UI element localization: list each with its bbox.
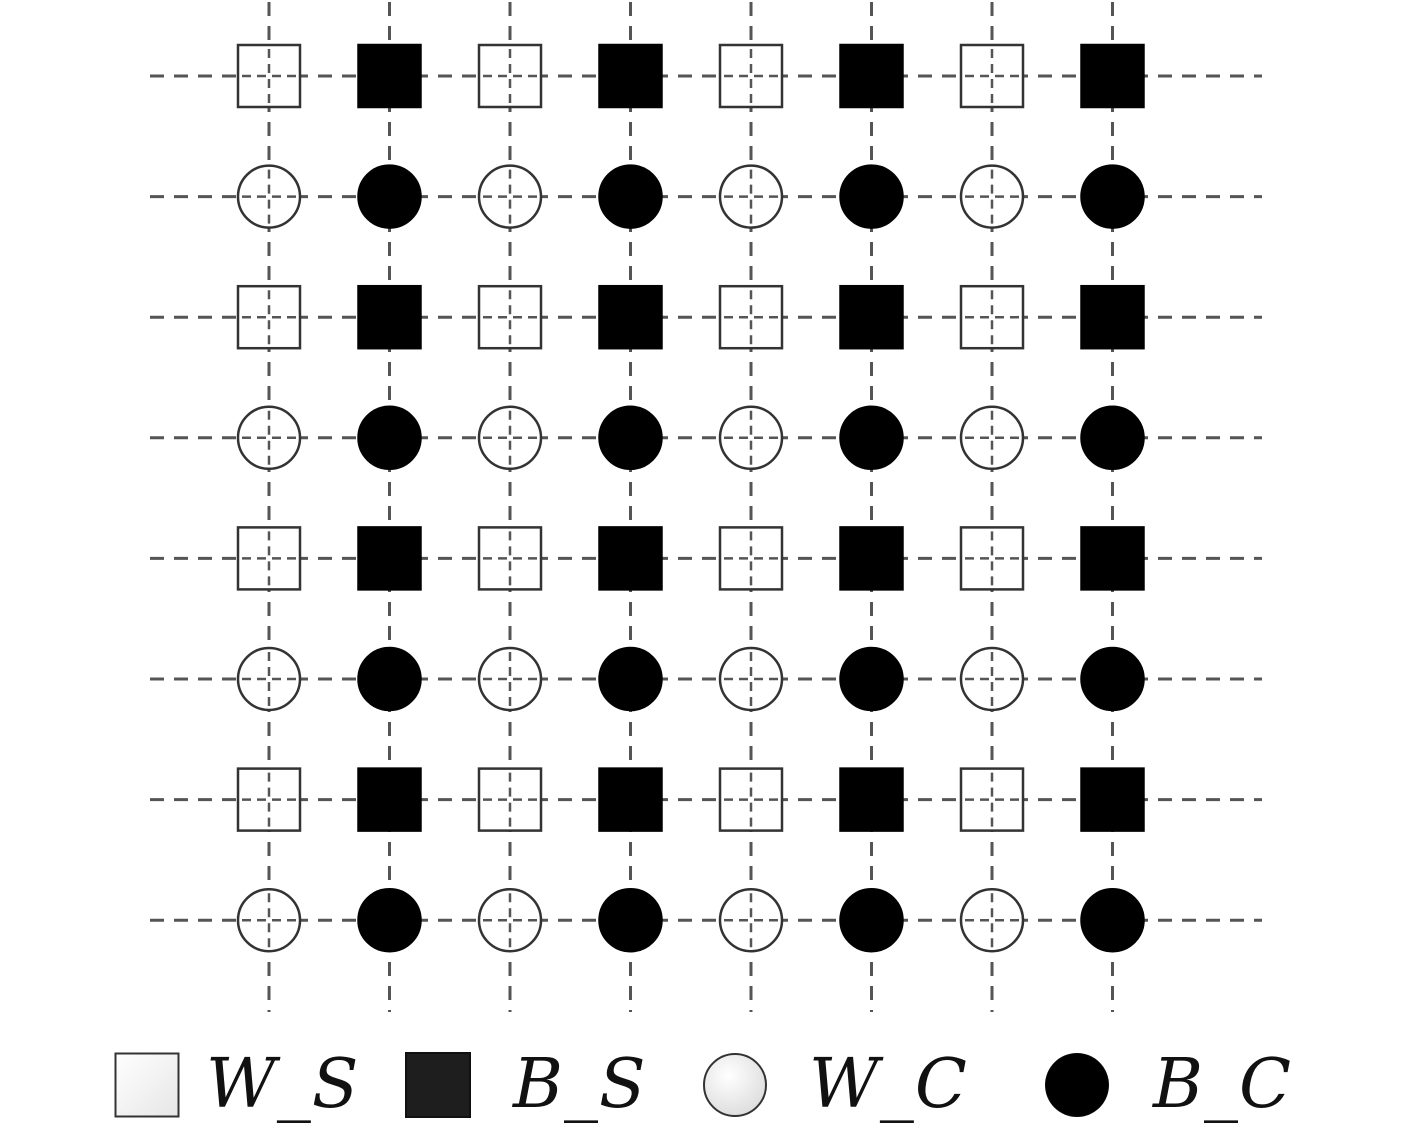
black-circle-node <box>357 646 422 712</box>
black-square-node <box>357 526 422 591</box>
white-circle-node <box>236 164 302 229</box>
black-square-node <box>839 526 904 591</box>
black-square-swatch-icon <box>405 1051 471 1118</box>
black-circle-node <box>598 887 663 953</box>
lattice-nodes <box>236 43 1145 953</box>
black-circle-node <box>1080 646 1145 712</box>
black-circle-node <box>839 164 904 229</box>
legend-label: B_S <box>513 1045 647 1124</box>
black-circle-swatch-icon <box>1045 1052 1109 1117</box>
white-circle-node <box>718 164 784 229</box>
black-circle-node <box>839 405 904 471</box>
legend-item-black-circle: B_C <box>1043 1040 1292 1129</box>
black-square-node <box>1080 526 1145 591</box>
white-circle-node <box>959 646 1025 712</box>
black-square-node <box>598 43 663 109</box>
black-square-node <box>839 284 904 350</box>
black-circle-node <box>357 887 422 953</box>
black-circle-node <box>1080 887 1145 953</box>
white-circle-node <box>718 887 784 953</box>
legend: W_S B_S W_C <box>0 1040 1417 1129</box>
white-circle-node <box>477 164 543 229</box>
legend-item-white-circle: W_C <box>701 1040 968 1129</box>
black-circle-node <box>839 646 904 712</box>
white-circle-node <box>477 887 543 953</box>
black-square-node <box>598 526 663 591</box>
white-circle-node <box>718 405 784 471</box>
black-square-node <box>1080 284 1145 350</box>
legend-item-white-square: W_S <box>114 1040 359 1129</box>
legend-label: B_C <box>1153 1045 1292 1124</box>
black-square-node <box>598 767 663 832</box>
legend-item-black-square: B_S <box>405 1040 647 1129</box>
white-circle-node <box>718 646 784 712</box>
lattice-diagram <box>150 2 1262 1012</box>
black-circle-node <box>839 887 904 953</box>
white-circle-node <box>236 887 302 953</box>
white-circle-swatch-icon <box>703 1052 767 1117</box>
black-circle-node <box>598 646 663 712</box>
black-square-node <box>1080 767 1145 832</box>
black-circle-node <box>357 164 422 229</box>
legend-label: W_S <box>206 1045 360 1124</box>
white-square-swatch-icon <box>114 1052 180 1117</box>
white-circle-node <box>236 646 302 712</box>
black-square-node <box>357 284 422 350</box>
white-circle-node <box>477 405 543 471</box>
white-circle-node <box>959 887 1025 953</box>
black-square-node <box>357 767 422 832</box>
white-circle-node <box>959 405 1025 471</box>
black-square-node <box>839 767 904 832</box>
black-circle-node <box>1080 405 1145 471</box>
black-square-node <box>1080 43 1145 109</box>
white-circle-node <box>477 646 543 712</box>
black-circle-node <box>1080 164 1145 229</box>
white-circle-node <box>959 164 1025 229</box>
black-circle-node <box>598 405 663 471</box>
white-circle-node <box>236 405 302 471</box>
black-circle-node <box>598 164 663 229</box>
dashed-grid-lines <box>150 2 1262 1012</box>
black-square-node <box>598 284 663 350</box>
black-circle-node <box>357 405 422 471</box>
legend-label: W_C <box>809 1045 968 1124</box>
black-square-node <box>357 43 422 109</box>
black-square-node <box>839 43 904 109</box>
